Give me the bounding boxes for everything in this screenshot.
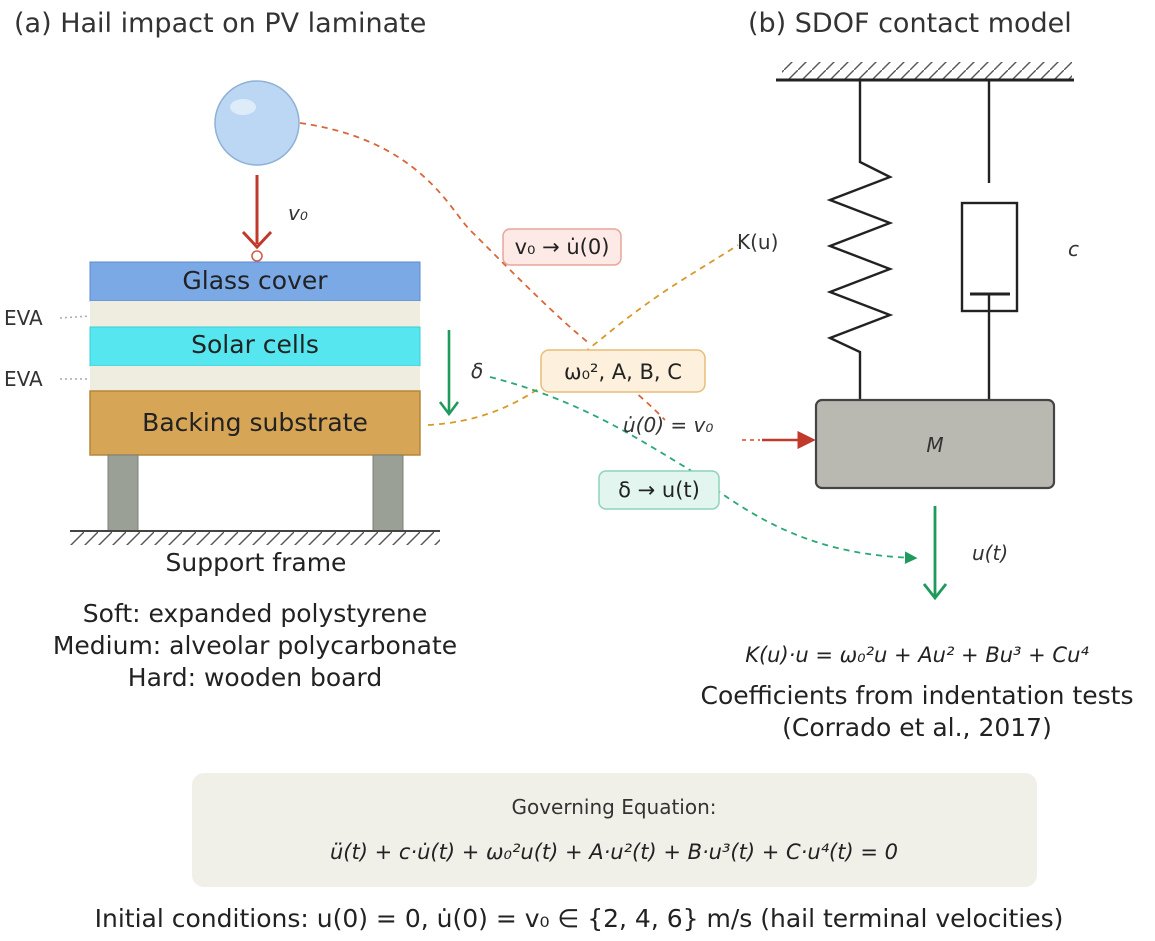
citation: (Corrado et al., 2017) — [782, 713, 1052, 742]
eva-label-top: EVA — [4, 306, 43, 330]
eva-layer-bottom — [90, 366, 420, 391]
substrate-medium: Medium: alveolar polycarbonate — [53, 631, 457, 660]
eva-leader-top — [59, 315, 91, 319]
glass-cover-layer — [89, 261, 421, 302]
mass-block — [814, 398, 1056, 490]
governing-equation-box — [192, 773, 1037, 887]
glass-cover-label: Glass cover — [182, 266, 328, 295]
velocity-map-text: v₀ → u̇(0) — [515, 235, 610, 259]
displacement-label: u(t) — [972, 541, 1008, 565]
impact-arrow-head — [241, 230, 273, 250]
displacement-arrow-head — [922, 583, 948, 601]
hailstone-highlight — [230, 99, 256, 115]
coefficient-box — [540, 349, 706, 393]
support-leg-right — [372, 454, 404, 532]
initial-velocity-label: u̇(0) = v₀ — [623, 413, 713, 437]
displacement-map-text: δ → u(t) — [618, 478, 700, 502]
backing-substrate-label: Backing substrate — [142, 408, 368, 437]
solar-cells-layer — [89, 326, 421, 367]
hailstone-icon — [214, 80, 300, 166]
ceiling-hatch — [782, 62, 1072, 80]
stiffness-equation: K(u)·u = ω₀²u + Au² + Bu³ + Cu⁴ — [745, 643, 1089, 667]
support-frame-label: Support frame — [166, 548, 347, 577]
backing-substrate-layer — [89, 390, 421, 456]
velocity-map-box — [502, 228, 622, 266]
eva-label-bottom: EVA — [4, 367, 43, 391]
displacement-mapping-line — [489, 376, 918, 564]
deflection-arrow-head — [438, 401, 460, 417]
substrate-soft: Soft: expanded polystyrene — [83, 599, 427, 628]
eva-layer-top — [90, 301, 420, 327]
governing-title: Governing Equation: — [511, 795, 716, 819]
governing-equation: ü(t) + c·u̇(t) + ω₀²u(t) + A·u²(t) + B·u… — [330, 840, 898, 864]
stiffness-label: K(u) — [737, 230, 778, 254]
initial-conditions: Initial conditions: u(0) = 0, u̇(0) = v₀… — [95, 904, 1064, 933]
solar-cells-label: Solar cells — [191, 330, 319, 359]
delta-label: δ — [471, 359, 483, 383]
spring-icon — [826, 80, 894, 400]
impact-point-icon — [251, 250, 263, 262]
substrate-hard: Hard: wooden board — [128, 663, 382, 692]
damper-label: c — [1068, 237, 1079, 261]
support-leg-left — [107, 454, 139, 532]
coefficient-text: ω₀², A, B, C — [564, 360, 682, 384]
displacement-map-box — [598, 470, 720, 510]
panel-b-title: (b) SDOF contact model — [748, 8, 1072, 39]
stiffness-mapping-line — [427, 244, 739, 426]
coefficient-note: Coefficients from indentation tests — [701, 681, 1134, 710]
v0-label: v₀ — [288, 201, 308, 225]
mass-label: M — [926, 433, 943, 457]
ground-hatch — [70, 531, 440, 545]
panel-a-title: (a) Hail impact on PV laminate — [14, 8, 426, 39]
